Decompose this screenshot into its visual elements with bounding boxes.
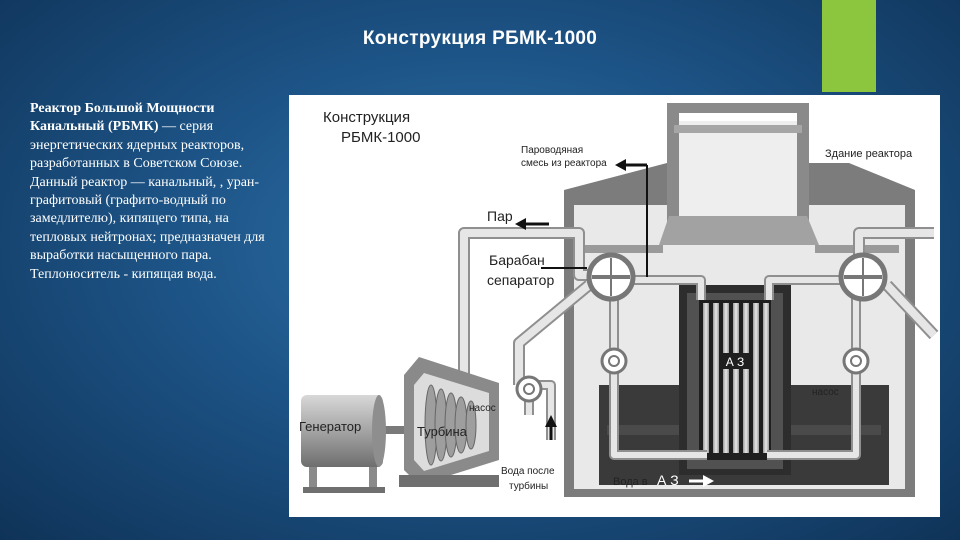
label-water-after-1: Вода после	[501, 466, 555, 477]
turbine	[399, 357, 499, 487]
label-water-in-core: А З	[657, 472, 679, 488]
drum-separator-right	[838, 252, 888, 302]
label-water-after-2: турбины	[509, 480, 548, 492]
pump-feed	[515, 375, 543, 403]
diagram-labels: Конструкция РБМК-1000 Пароводяная смесь …	[299, 109, 913, 492]
arrows	[515, 159, 714, 487]
accent-bar	[822, 0, 876, 92]
diagram-title-line2: РБМК-1000	[341, 129, 420, 146]
reactor-core: А З	[699, 300, 771, 460]
description-text: Реактор Большой Мощности Канальный (РБМК…	[30, 100, 278, 284]
label-pump-right: насос	[812, 387, 839, 398]
label-steam-water-1: Пароводяная	[521, 145, 583, 156]
pump-left	[600, 347, 628, 375]
fuel-channels	[703, 303, 769, 453]
label-building: Здание реактора	[825, 148, 913, 160]
drum-separator-left	[586, 252, 636, 302]
label-drum-1: Барабан	[489, 252, 545, 268]
label-generator: Генератор	[299, 419, 361, 434]
reactor-diagram-svg: А З	[299, 103, 939, 497]
diagram-title-line1: Конструкция	[323, 109, 410, 126]
core-label: А З	[726, 355, 745, 369]
label-pump-left: насос	[469, 403, 496, 414]
pump-right	[842, 347, 870, 375]
generator	[301, 395, 386, 493]
turbine-blades	[424, 384, 477, 466]
piping	[385, 227, 939, 460]
description-body: — серия энергетических ядерных реакторов…	[30, 119, 265, 282]
label-steam: Пар	[487, 208, 513, 224]
slide-title: Конструкция РБМК-1000	[362, 28, 598, 49]
label-steam-water-2: смесь из реактора	[521, 158, 607, 169]
description-bold: Реактор Большой Мощности Канальный (РБМК…	[30, 101, 215, 135]
label-water-in-prefix: Вода в	[613, 476, 648, 488]
reactor-diagram: А З	[289, 95, 940, 517]
label-turbine: Турбина	[417, 424, 468, 439]
label-drum-2: сепаратор	[487, 272, 554, 288]
